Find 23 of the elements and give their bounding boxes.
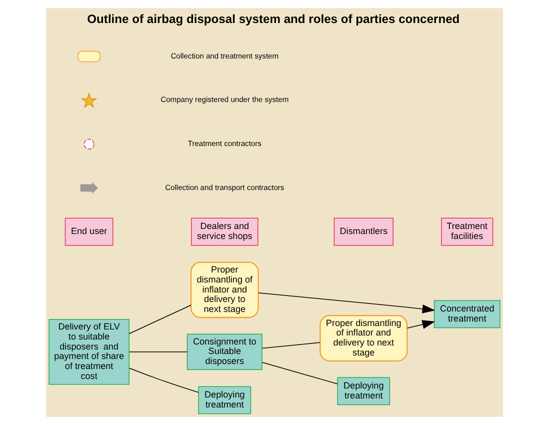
node-box: Concentrated treatment [434,300,500,328]
legend-label: Collection and transport contractors [165,182,284,192]
node-box: End user [64,218,114,246]
node-box: Deploying treatment [198,386,252,414]
node-box: Consignment to Suitable disposers [186,334,262,370]
node-box: Deploying treatment [337,377,390,406]
diagram-title: Outline of airbag disposal system and roles of parties concerned [87,12,460,26]
node-box: Treatment facilities [441,218,494,246]
node-box: Dismantlers [334,218,394,246]
node-box: Delivery of ELV to suitable disposers and payment of share of treatment cost [48,319,130,385]
arrow [258,292,436,314]
connector [128,304,192,334]
connector [262,362,338,384]
connector [262,342,320,349]
node-box: Proper dismantling of inflator and delivery to next stage [190,262,259,318]
legend-label: Collection and treatment system [170,51,279,60]
legend-label: Treatment contractors [188,139,262,148]
connector [129,368,199,393]
arrow [406,320,436,329]
node-box: Proper dismantling of inflator and delivery to next stage [320,315,408,362]
connector [128,351,188,352]
legend-label: Company registered under the system [160,95,289,104]
node-box: Dealers and service shops [191,218,258,246]
